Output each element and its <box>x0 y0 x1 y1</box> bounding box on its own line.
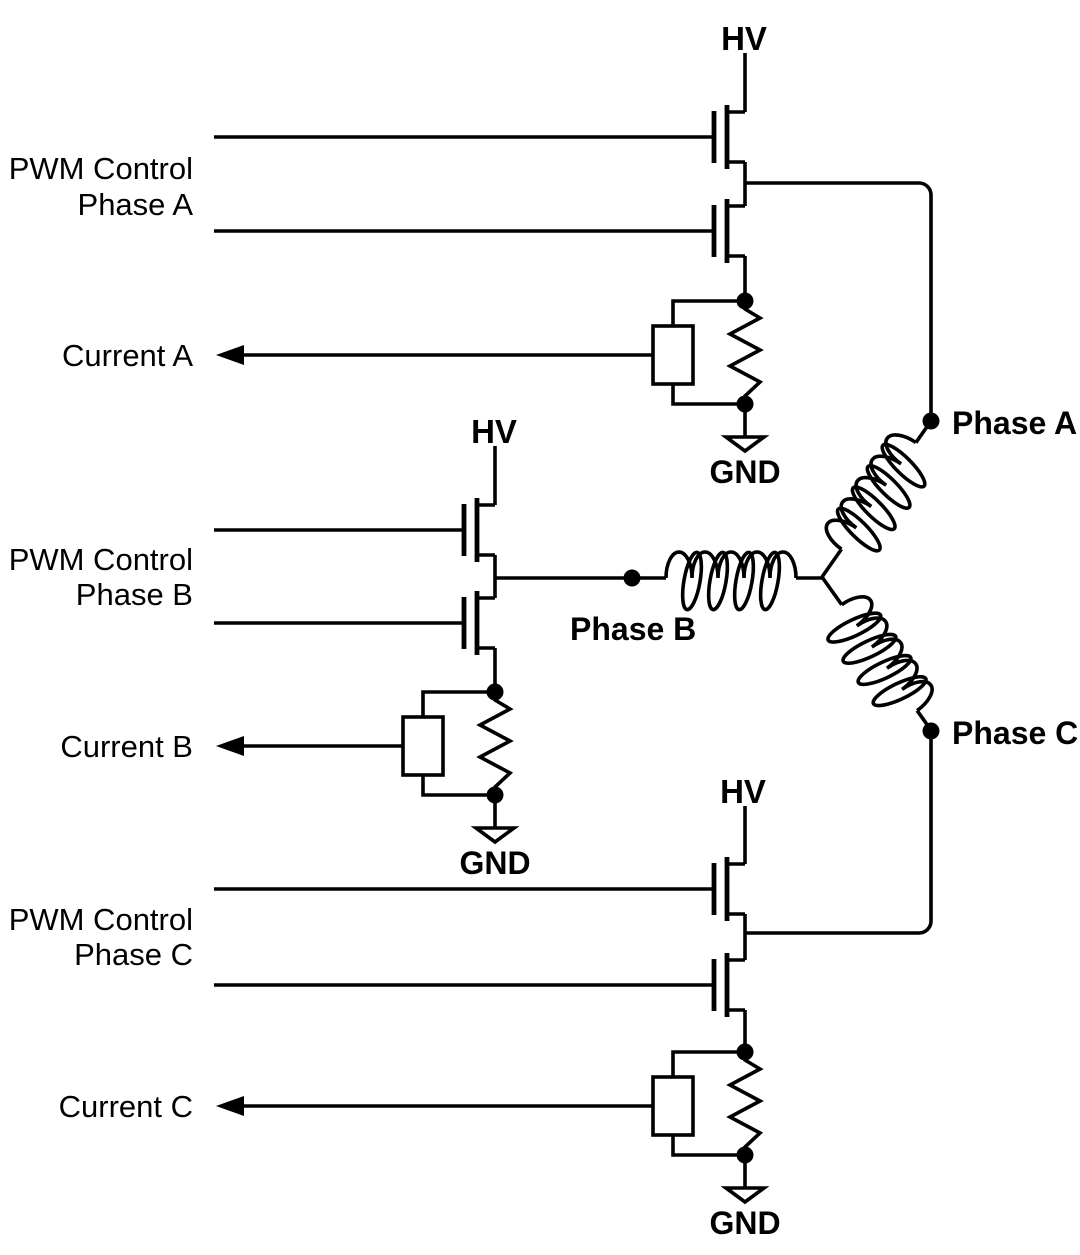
pwm-control-label-phase-b-line1: PWM Control <box>9 542 193 577</box>
mosfet-high-side-phase-b <box>464 498 495 562</box>
pwm-control-label-phase-b-line2: Phase B <box>76 577 193 612</box>
current-sense-block-phase-b <box>401 681 516 844</box>
mosfet-low-side-phase-c <box>714 953 745 1017</box>
phase-b-leg: HV PWM Control Phase B Current B GND Pha… <box>9 413 824 881</box>
phase-c-leg: HV PWM Control Phase C Current C GND Pha… <box>9 559 1078 1241</box>
mosfet-low-side-phase-a <box>714 199 745 263</box>
phase-a-node-label: Phase A <box>952 405 1077 441</box>
hv-label-phase-c: HV <box>720 773 766 810</box>
current-arrowhead-phase-a <box>216 345 244 365</box>
current-label-phase-a: Current A <box>62 338 193 373</box>
motor-winding-phase-a <box>798 404 960 598</box>
phase-c-node-label: Phase C <box>952 715 1078 751</box>
phase-b-node-dot <box>623 569 641 587</box>
mosfet-high-side-phase-c <box>714 857 745 921</box>
phase-a-leg: HV PWM Control Phase A Current A GND Pha… <box>9 20 1077 598</box>
phase-c-node-dot <box>922 722 940 740</box>
mosfet-low-side-phase-b <box>464 591 495 655</box>
gnd-label-phase-c: GND <box>709 1205 780 1241</box>
phase-output-wire-phase-c <box>745 731 933 935</box>
phase-a-node-dot <box>922 412 940 430</box>
current-sense-block-phase-c <box>651 1041 766 1204</box>
pwm-control-label-phase-a-line1: PWM Control <box>9 151 193 186</box>
motor-winding-phase-b <box>630 549 824 613</box>
mosfet-high-side-phase-a <box>714 105 745 169</box>
current-label-phase-b: Current B <box>60 729 193 764</box>
phase-output-wire-phase-a <box>745 181 933 421</box>
current-label-phase-c: Current C <box>59 1089 193 1124</box>
motor-winding-phase-c <box>793 559 956 753</box>
hv-label-phase-a: HV <box>721 20 767 57</box>
current-sense-block-phase-a <box>651 290 766 453</box>
pwm-control-label-phase-a-line2: Phase A <box>78 187 194 222</box>
pwm-control-label-phase-c-line1: PWM Control <box>9 902 193 937</box>
hv-label-phase-b: HV <box>471 413 517 450</box>
pwm-control-label-phase-c-line2: Phase C <box>74 937 193 972</box>
current-arrowhead-phase-c <box>216 1096 244 1116</box>
gnd-label-phase-b: GND <box>459 845 530 881</box>
phase-b-node-label: Phase B <box>570 611 696 647</box>
gnd-label-phase-a: GND <box>709 454 780 490</box>
current-arrowhead-phase-b <box>216 736 244 756</box>
